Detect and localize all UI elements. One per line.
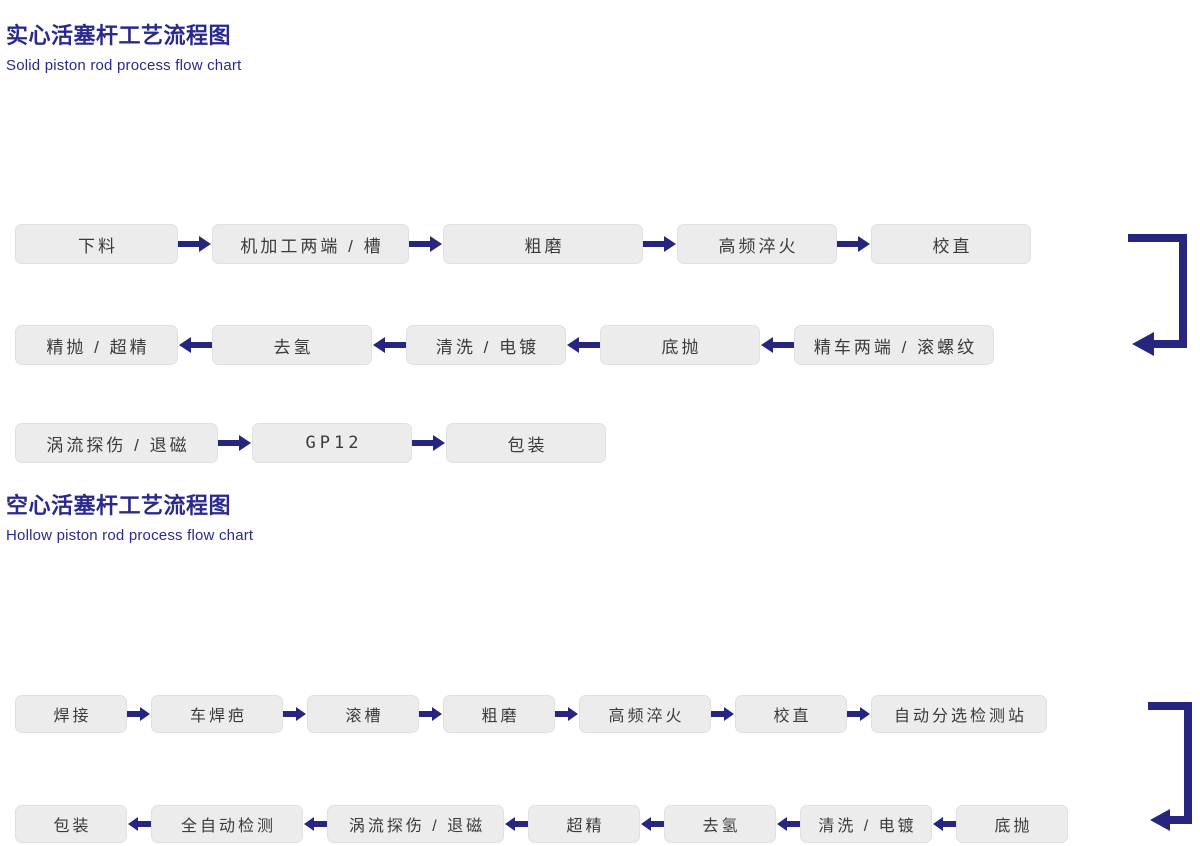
process-node[interactable]: 超精 [528,805,640,844]
arrow-left-icon [127,804,151,844]
arrow-left-icon [303,804,327,844]
process-node[interactable]: 清洗 / 电镀 [800,805,932,844]
process-node[interactable]: 下料 [15,224,178,265]
process-node[interactable]: 涡流探伤 / 退磁 [327,805,504,844]
process-node[interactable]: 精车两端 / 滚螺纹 [794,325,994,366]
flowchart-solid-piston-rod: 实心活塞杆工艺流程图 Solid piston rod process flow… [0,0,1200,464]
arrow-right-icon [127,694,151,734]
flow-row: 精抛 / 超精 去氢 清洗 / 电镀 底抛 精车两端 / 滚螺纹 [15,323,994,367]
process-node[interactable]: 包装 [15,805,127,844]
arrow-right-icon [412,423,446,463]
arrow-left-icon [566,325,600,365]
flow-row: 焊接 车焊疤 滚槽 粗磨 高频淬火 校直 自动分选检测站 [15,692,1047,736]
arrow-left-icon [372,325,406,365]
arrow-right-icon [409,224,443,264]
process-node[interactable]: 机加工两端 / 槽 [212,224,409,265]
arrow-right-icon [555,694,579,734]
arrow-right-icon [847,694,871,734]
process-node[interactable]: 底抛 [956,805,1068,844]
process-node[interactable]: 校直 [735,695,847,734]
process-node[interactable]: 精抛 / 超精 [15,325,178,366]
arrow-left-icon [178,325,212,365]
process-node[interactable]: 底抛 [600,325,760,366]
arrow-left-icon [504,804,528,844]
arrow-right-icon [643,224,677,264]
process-node[interactable]: 涡流探伤 / 退磁 [15,423,218,464]
process-node[interactable]: GP12 [252,423,412,464]
arrow-right-icon [283,694,307,734]
arrow-right-icon [711,694,735,734]
process-node[interactable]: 滚槽 [307,695,419,734]
flow-row: 包装 全自动检测 涡流探伤 / 退磁 超精 去氢 清洗 / 电镀 底抛 [15,802,1068,846]
hollow-title-block: 空心活塞杆工艺流程图 Hollow piston rod process flo… [0,470,1200,544]
arrow-left-icon [640,804,664,844]
process-node[interactable]: 自动分选检测站 [871,695,1047,734]
process-node[interactable]: 去氢 [212,325,372,366]
process-node[interactable]: 校直 [871,224,1031,265]
arrow-left-icon [776,804,800,844]
arrow-right-icon [218,423,252,463]
page-title-en: Solid piston rod process flow chart [6,57,242,75]
process-node[interactable]: 粗磨 [443,695,555,734]
arrow-right-icon [419,694,443,734]
process-node[interactable]: 包装 [446,423,606,464]
flow-row: 涡流探伤 / 退磁 GP12 包装 [15,421,606,465]
arrow-left-icon [760,325,794,365]
process-node[interactable]: 焊接 [15,695,127,734]
flow-connector-wrap [1128,234,1192,359]
page-title-en: Hollow piston rod process flow chart [6,527,254,545]
process-node[interactable]: 全自动检测 [151,805,303,844]
page-title-cn: 实心活塞杆工艺流程图 [6,23,232,48]
process-node[interactable]: 去氢 [664,805,776,844]
flow-row: 下料 机加工两端 / 槽 粗磨 高频淬火 校直 [15,222,1031,266]
process-node[interactable]: 清洗 / 电镀 [406,325,566,366]
flowchart-hollow-piston-rod: 空心活塞杆工艺流程图 Hollow piston rod process flo… [0,470,1200,844]
process-node[interactable]: 车焊疤 [151,695,283,734]
process-node[interactable]: 高频淬火 [677,224,837,265]
process-node[interactable]: 粗磨 [443,224,643,265]
arrow-left-icon [932,804,956,844]
process-node[interactable]: 高频淬火 [579,695,711,734]
flow-connector-wrap [1148,702,1200,834]
solid-title-block: 实心活塞杆工艺流程图 Solid piston rod process flow… [0,0,1200,74]
page-title-cn: 空心活塞杆工艺流程图 [6,493,232,518]
arrow-right-icon [837,224,871,264]
arrow-right-icon [178,224,212,264]
